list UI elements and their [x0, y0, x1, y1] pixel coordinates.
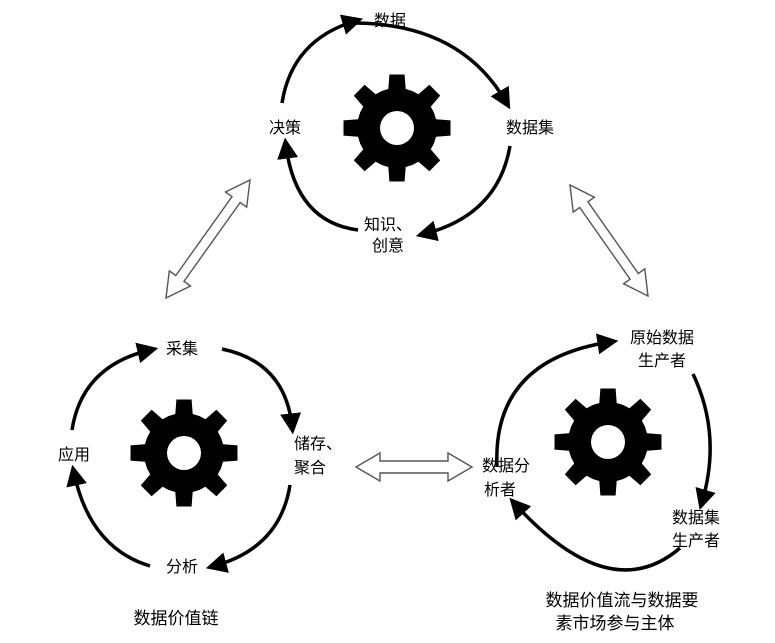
- caption-market-line2: 素市场参与主体: [556, 614, 675, 634]
- node-collect: 采集: [166, 339, 198, 358]
- node-raw-producer-line2: 生产者: [638, 351, 686, 370]
- node-analyst-line2: 析者: [484, 480, 516, 499]
- curved-arrow-icon: [349, 21, 511, 110]
- curved-arrow-icon: [221, 347, 302, 435]
- double-arrow-icon: [165, 178, 251, 300]
- curved-arrow-icon: [495, 333, 619, 468]
- double-arrow-icon: [354, 451, 474, 483]
- node-raw-producer-line1: 原始数据: [630, 328, 694, 347]
- curved-arrow-icon: [66, 464, 151, 568]
- curved-arrow-icon: [205, 484, 292, 573]
- node-dataset-producer-line2: 生产者: [672, 531, 720, 550]
- left-cycle-arrows: [66, 342, 302, 573]
- node-store-line1: 储存、: [294, 434, 342, 453]
- double-arrow-icon: [569, 183, 649, 298]
- right-cycle-arrows: [495, 333, 716, 572]
- node-analyst-line1: 数据分: [482, 456, 530, 475]
- node-store-line2: 聚合: [294, 458, 326, 477]
- gear-icon: [130, 399, 238, 507]
- top-cycle-arrows: [277, 14, 512, 242]
- gear-icon: [554, 388, 662, 496]
- node-dataset: 数据集: [506, 118, 554, 137]
- curved-arrow-icon: [70, 342, 159, 431]
- node-apply: 应用: [58, 445, 90, 464]
- node-analyze: 分析: [166, 557, 198, 576]
- caption-market-line1: 数据价值流与数据要: [546, 591, 699, 611]
- node-knowledge-line1: 知识、: [364, 215, 412, 234]
- node-data: 数据: [374, 11, 406, 30]
- node-decision: 决策: [269, 118, 301, 137]
- caption-value-chain: 数据价值链: [134, 609, 219, 629]
- curved-arrow-icon: [509, 497, 682, 572]
- node-dataset-producer-line1: 数据集: [672, 508, 720, 527]
- node-knowledge-line2: 创意: [372, 236, 404, 255]
- curved-arrow-icon: [691, 373, 716, 511]
- curved-arrow-icon: [277, 137, 359, 232]
- gear-icon: [343, 74, 451, 182]
- curved-arrow-icon: [280, 14, 364, 104]
- curved-arrow-icon: [415, 145, 512, 242]
